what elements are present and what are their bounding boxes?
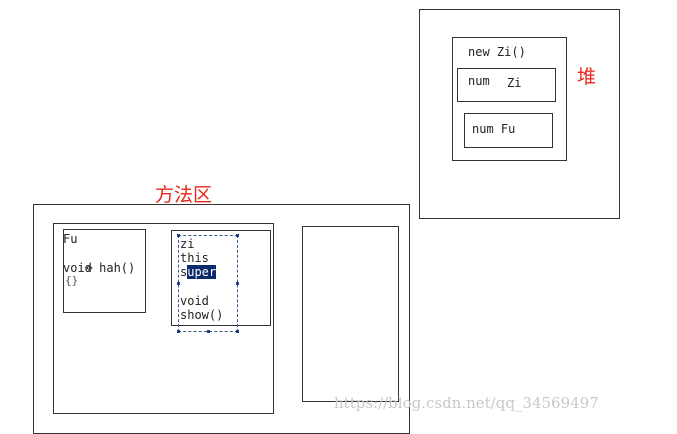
zi-object-title: new Zi() xyxy=(468,45,526,59)
selection-handle-bm[interactable] xyxy=(207,330,210,333)
fu-field-text: num Fu xyxy=(472,122,516,136)
fu-class-box xyxy=(63,229,146,313)
fu-method-signature: void hah() xyxy=(63,261,136,275)
zi-field-value: Zi xyxy=(507,76,522,90)
selection-handle-bl[interactable] xyxy=(177,330,180,333)
selection-handle-mr[interactable] xyxy=(236,282,239,285)
heap-region xyxy=(419,9,620,219)
super-unselected-text: s xyxy=(180,265,188,279)
zi-super-label[interactable]: super xyxy=(180,265,217,279)
zi-object-box xyxy=(452,37,567,161)
selection-handle-ml[interactable] xyxy=(177,282,180,285)
zi-class-box xyxy=(171,230,271,326)
selection-handle-tl[interactable] xyxy=(177,234,180,237)
zi-field-box xyxy=(457,68,556,102)
heap-label: 堆 xyxy=(577,66,597,88)
method-area-inner-box xyxy=(53,223,274,414)
zi-class-name: zi xyxy=(180,237,195,251)
fu-method-body: {} xyxy=(65,274,79,287)
move-cursor-icon: ✥ xyxy=(86,261,93,274)
method-area-label: 方法区 xyxy=(155,184,213,206)
zi-field-name: num xyxy=(468,74,490,88)
selection-handle-br[interactable] xyxy=(236,330,239,333)
zi-method-return-type: void xyxy=(180,294,209,308)
fu-field-box xyxy=(464,113,553,148)
selection-handle-tr[interactable] xyxy=(236,234,239,237)
zi-this-label: this xyxy=(180,251,209,265)
zi-method-name: show() xyxy=(180,308,224,322)
fu-class-name: Fu xyxy=(63,232,78,246)
method-area-right-box xyxy=(302,226,399,402)
watermark: https://blog.csdn.net/qq_34569497 xyxy=(334,394,599,412)
super-selected-text: uper xyxy=(187,265,217,279)
